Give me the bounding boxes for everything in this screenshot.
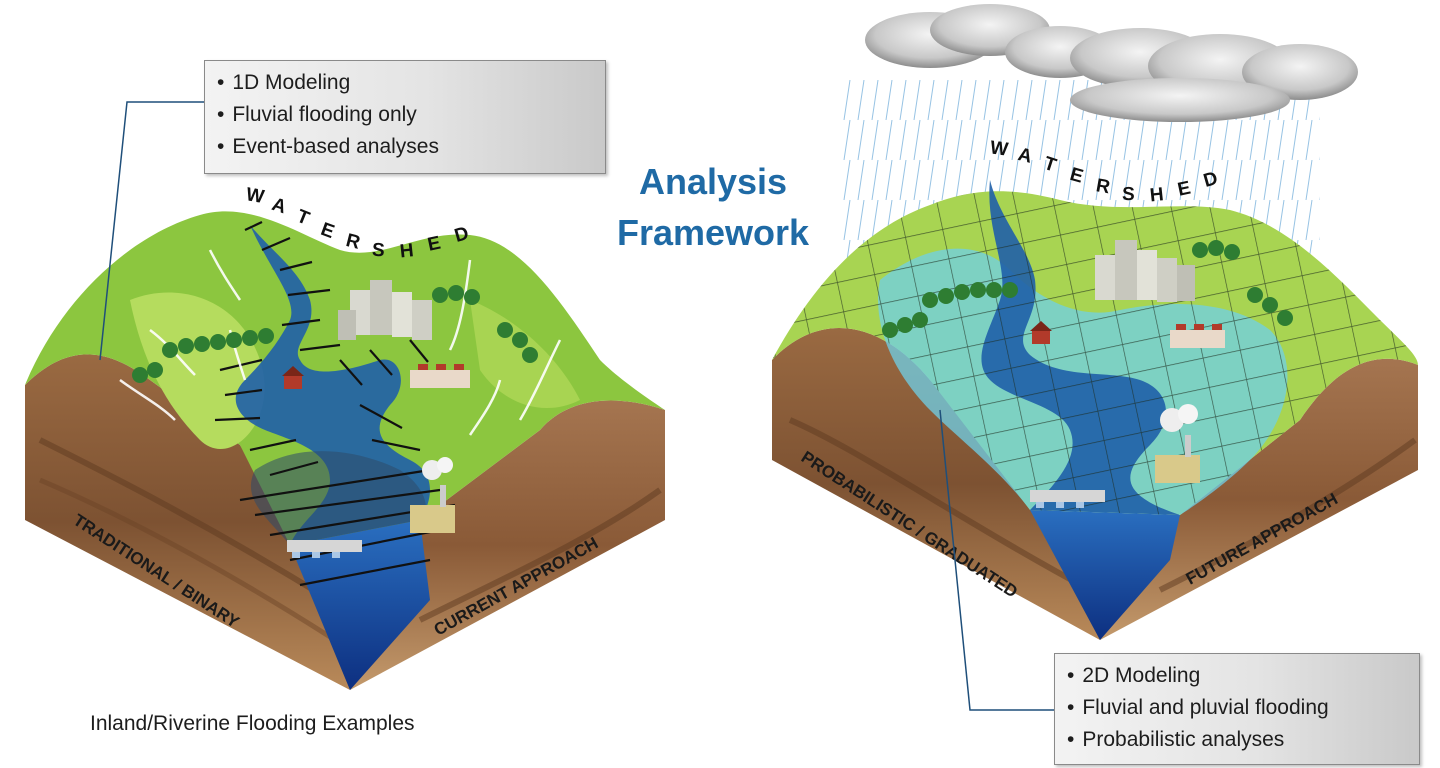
- right-callout-leader: [939, 409, 1054, 711]
- left-callout-item: Event-based analyses: [217, 131, 593, 163]
- right-watershed-letter: W: [989, 137, 1010, 160]
- left-watershed-letter: S: [371, 240, 385, 262]
- right-factory: [1155, 404, 1200, 483]
- left-callout-item: Fluvial flooding only: [217, 99, 593, 131]
- right-watershed-letter: S: [1122, 184, 1135, 205]
- left-callout-box: 1D Modeling Fluvial flooding only Event-…: [204, 60, 606, 174]
- left-cross-sections: [214, 221, 456, 587]
- left-city: [338, 280, 470, 388]
- left-trees: [132, 285, 538, 383]
- right-callout-item: Probabilistic analyses: [1067, 724, 1407, 756]
- right-terrain-block: PROBABILISTIC / GRADUATED FUTURE APPROAC…: [772, 4, 1418, 640]
- right-city: [1095, 240, 1225, 348]
- right-barn: [1030, 321, 1052, 344]
- left-watershed-letter: A: [269, 194, 289, 218]
- diagram-title-line1: Analysis: [638, 161, 788, 202]
- storm-clouds: [865, 4, 1358, 122]
- right-mesh-grid: [772, 191, 1418, 515]
- right-soil-left-face: [772, 327, 1100, 640]
- left-callout-leader: [99, 101, 204, 361]
- right-watershed-letter: E: [1067, 164, 1085, 188]
- right-watershed-letter: R: [1094, 175, 1111, 198]
- left-callout-list: 1D Modeling Fluvial flooding only Event-…: [205, 61, 605, 169]
- right-dam: [1030, 490, 1105, 508]
- left-barn: [282, 366, 304, 389]
- right-watershed-letter: A: [1016, 144, 1035, 168]
- right-watershed-letter: E: [1176, 178, 1193, 201]
- left-dam: [287, 540, 362, 558]
- left-watershed-letter: W: [244, 184, 265, 208]
- left-water-section: [290, 520, 430, 690]
- right-callout-list: 2D Modeling Fluvial and pluvial flooding…: [1055, 654, 1419, 762]
- right-watershed-word: W A T E R S H E D: [989, 137, 1220, 206]
- right-watershed-letter: H: [1149, 184, 1165, 206]
- diagram-caption: Inland/Riverine Flooding Examples: [90, 712, 415, 735]
- right-water-section: [1030, 510, 1180, 640]
- left-watershed-letter: T: [294, 206, 313, 230]
- left-watershed-letter: E: [318, 219, 337, 243]
- left-terrain-block: TRADITIONAL / BINARY CURRENT APPROACH W …: [25, 184, 665, 690]
- right-watershed-letter: D: [1201, 168, 1220, 192]
- left-callout-item: 1D Modeling: [217, 67, 593, 99]
- left-watershed-letter: H: [399, 240, 415, 262]
- right-callout-item: 2D Modeling: [1067, 660, 1407, 692]
- left-watershed-letter: R: [344, 230, 363, 254]
- left-factory: [410, 457, 455, 533]
- left-watershed-letter: D: [452, 223, 471, 247]
- right-trees: [882, 240, 1293, 338]
- right-callout-item: Fluvial and pluvial flooding: [1067, 692, 1407, 724]
- right-callout-box: 2D Modeling Fluvial and pluvial flooding…: [1054, 653, 1420, 765]
- left-watershed-letter: E: [426, 233, 443, 256]
- left-soil-left-face: [25, 354, 350, 690]
- right-soil-right-face: [1090, 358, 1418, 640]
- diagram-title-line2: Framework: [616, 212, 810, 253]
